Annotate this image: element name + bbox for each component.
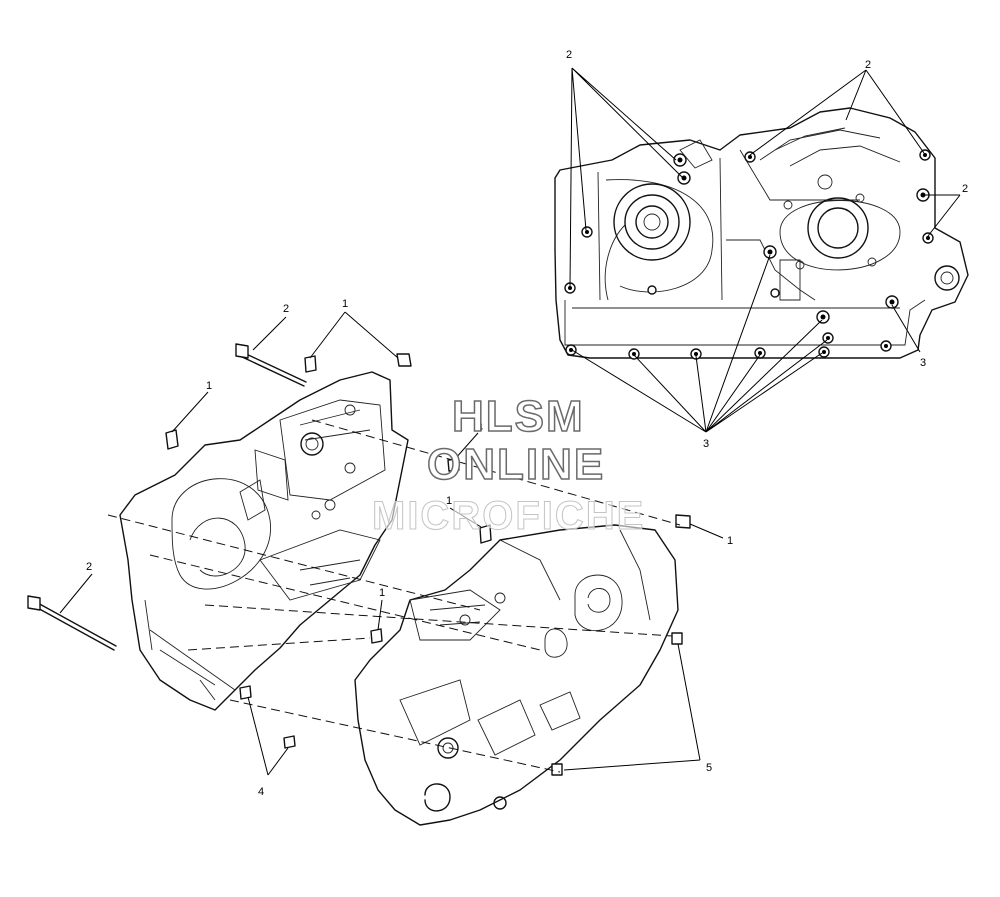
- right-crankcase-half: [354, 524, 679, 826]
- callout-c11: 1: [446, 495, 452, 507]
- callout-c1: 2: [566, 49, 572, 61]
- callout-c2: 2: [865, 59, 871, 71]
- callout-c3: 2: [962, 183, 968, 195]
- watermark-line-2: ONLINE: [426, 439, 606, 490]
- callout-labels: 2 2 2 3 3 2 1 1 4 2 1 1 1 5 4: [86, 49, 968, 798]
- callout-c9: 4: [477, 422, 483, 434]
- callout-c6: 2: [283, 303, 289, 315]
- left-crankcase-half: [119, 371, 409, 749]
- watermark-line-3: MICROFICHE: [371, 494, 646, 539]
- callout-c14: 5: [706, 762, 712, 774]
- bolt-heads: [564, 149, 934, 360]
- alignment-lines: [107, 419, 681, 773]
- leader-lines: [59, 67, 961, 776]
- loose-hardware: [27, 343, 691, 776]
- watermark-line-1: HLSM: [451, 391, 585, 442]
- callout-c15: 4: [258, 786, 264, 798]
- callout-c5: 3: [703, 438, 709, 450]
- callout-c13: 1: [379, 587, 385, 599]
- callout-c7: 1: [342, 298, 348, 310]
- callout-c4: 3: [920, 357, 926, 369]
- assembled-crankcase-view: [554, 107, 969, 360]
- callout-c10: 2: [86, 561, 92, 573]
- callout-c12: 1: [727, 535, 733, 547]
- callout-c8: 1: [206, 380, 212, 392]
